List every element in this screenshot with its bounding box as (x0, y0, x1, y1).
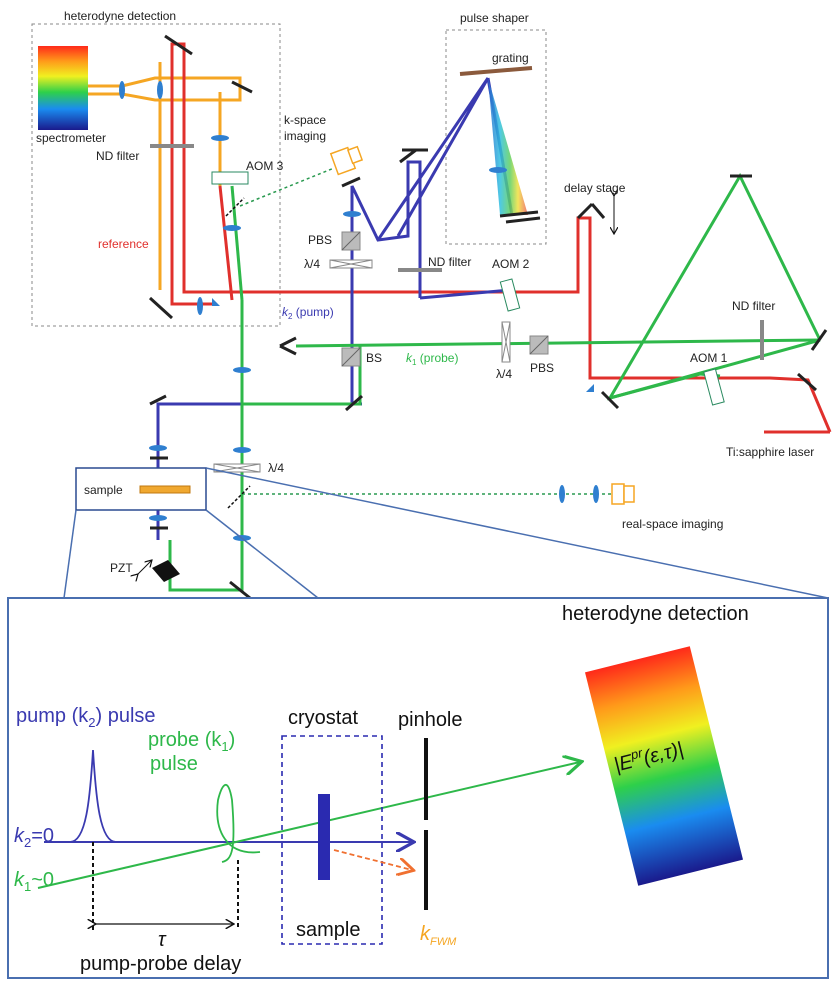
heterodyne-detection-box (31, 23, 281, 327)
lambda4-2-label: λ/4 (496, 367, 512, 381)
nd-filter-1-label: ND filter (96, 149, 139, 163)
probe-label: probe (k1) (148, 729, 235, 754)
sample-element (139, 485, 191, 494)
aom2 (499, 278, 521, 312)
inset-sample (318, 794, 330, 880)
spectrometer (38, 46, 88, 130)
delay-stage-label: delay stage (564, 181, 626, 195)
bs-label: BS (366, 351, 382, 365)
inset-heterodyne-label: heterodyne detection (562, 603, 749, 625)
pump-pulse (69, 749, 117, 843)
cryostat-box (281, 735, 383, 945)
k-space-label: k-space (284, 113, 326, 127)
aom1 (703, 368, 725, 406)
aom2-label: AOM 2 (492, 257, 530, 271)
heterodyne-box-label: heterodyne detection (64, 9, 176, 23)
k-space-camera (329, 145, 364, 176)
pzt-label: PZT (110, 561, 133, 575)
cryostat-label: cryostat (288, 707, 358, 729)
aom3 (211, 171, 249, 185)
k-space-imaging-path (239, 167, 335, 207)
pulse-shaper-box (445, 29, 547, 245)
kfwm-label: kFWM (420, 923, 457, 948)
k2-pump-label: k2 (pump) (282, 305, 334, 321)
reference-beam (170, 42, 832, 433)
probe-axis (37, 762, 580, 889)
grating-label: grating (492, 51, 529, 65)
probe-pulse-label: pulse (150, 753, 198, 775)
fwm-signal (333, 849, 412, 870)
nd-filter-3-label: ND filter (732, 299, 775, 313)
grating-dispersion (488, 78, 528, 215)
lambda4-1-label: λ/4 (304, 257, 320, 271)
imaging-label: imaging (284, 129, 326, 143)
pump-pulse-label: pump (k2) pulse (16, 705, 156, 730)
grating (459, 66, 533, 76)
mirrors (148, 34, 830, 600)
zoom-line-right (205, 467, 829, 599)
k1-zero-label: k1~0 (14, 869, 54, 894)
spectrometer-label: spectrometer (36, 131, 106, 145)
pbs-1-label: PBS (308, 233, 332, 247)
probe-pulse (216, 784, 261, 863)
inset-sample-label: sample (296, 919, 360, 941)
lenses (119, 81, 599, 541)
inset-heterodyne-detector (584, 646, 744, 886)
lambda4-3-label: λ/4 (268, 461, 284, 475)
nd-filter-2-label: ND filter (428, 255, 471, 269)
sample-label: sample (84, 483, 123, 497)
real-space-label: real-space imaging (622, 517, 723, 531)
pump-beam (156, 77, 514, 540)
pzt-mirror (152, 560, 180, 582)
real-space-camera (611, 483, 635, 505)
k1-probe-label: k1 (probe) (406, 351, 458, 367)
laser-label: Ti:sapphire laser (726, 445, 814, 459)
pinhole-label: pinhole (398, 709, 463, 731)
reference-label: reference (98, 237, 149, 251)
k2-zero-label: k2=0 (14, 825, 54, 850)
zoom-line-left (63, 509, 77, 599)
aom3-label: AOM 3 (246, 159, 284, 173)
zoom-line-mid (205, 509, 319, 599)
aom1-label: AOM 1 (690, 351, 728, 365)
pulse-shaper-label: pulse shaper (460, 11, 529, 25)
delay-label: pump-probe delay (80, 953, 241, 975)
pbs-2-label: PBS (530, 361, 554, 375)
tau-label: τ (158, 929, 167, 951)
